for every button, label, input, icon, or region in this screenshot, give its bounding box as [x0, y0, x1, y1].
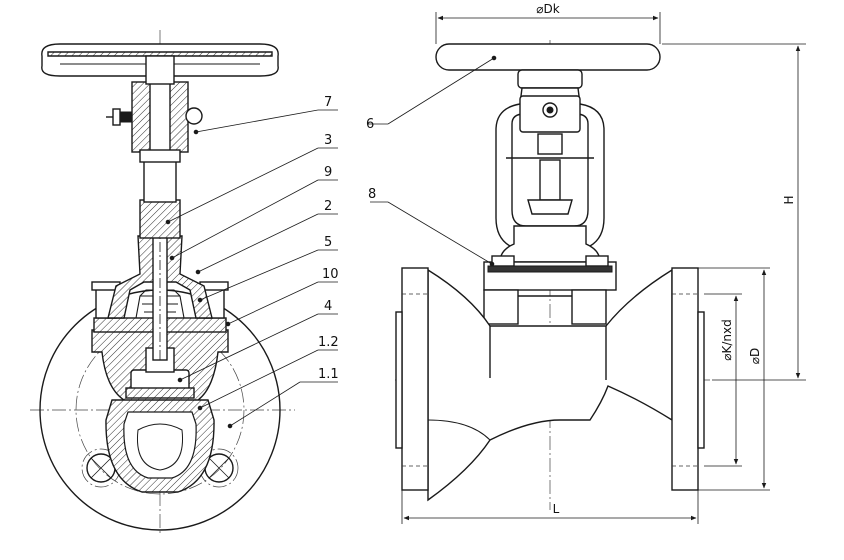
callout-4: 4 — [324, 299, 332, 314]
dimension-lines — [401, 12, 806, 524]
stud-left — [483, 289, 519, 325]
dim-h-label: H — [782, 195, 796, 204]
callout-8: 8 — [368, 187, 376, 202]
grease-nipple — [106, 108, 133, 126]
bonnet — [499, 225, 601, 263]
callout-1-1: 1.1 — [318, 367, 339, 382]
dim-d-label: ⌀D — [748, 348, 762, 364]
handwheel-nut — [517, 69, 583, 89]
callout-2: 2 — [324, 199, 332, 214]
callout-7: 7 — [324, 95, 332, 110]
bolt-circle — [75, 325, 245, 495]
callout-10: 10 — [322, 267, 339, 282]
handwheel-hub — [145, 55, 175, 85]
dim-l-label: L — [553, 502, 560, 516]
callout-1-2: 1.2 — [318, 335, 339, 350]
callout-5: 5 — [324, 235, 332, 250]
left-flange — [401, 267, 429, 491]
disc-seat — [125, 387, 195, 399]
callout-3: 3 — [324, 133, 332, 148]
dim-dk-label: ⌀Dk — [536, 2, 559, 16]
section-view — [30, 30, 295, 535]
callout-leaders-right — [368, 55, 497, 267]
handwheel — [435, 43, 661, 71]
callout-leaders — [165, 109, 338, 429]
dim-k-label: ⌀K/nxd — [720, 319, 734, 360]
stud-right — [571, 289, 607, 325]
elevation-view — [395, 40, 710, 510]
gland — [143, 159, 177, 203]
right-flange — [671, 267, 699, 491]
callout-6: 6 — [366, 117, 374, 132]
callout-9: 9 — [324, 165, 332, 180]
